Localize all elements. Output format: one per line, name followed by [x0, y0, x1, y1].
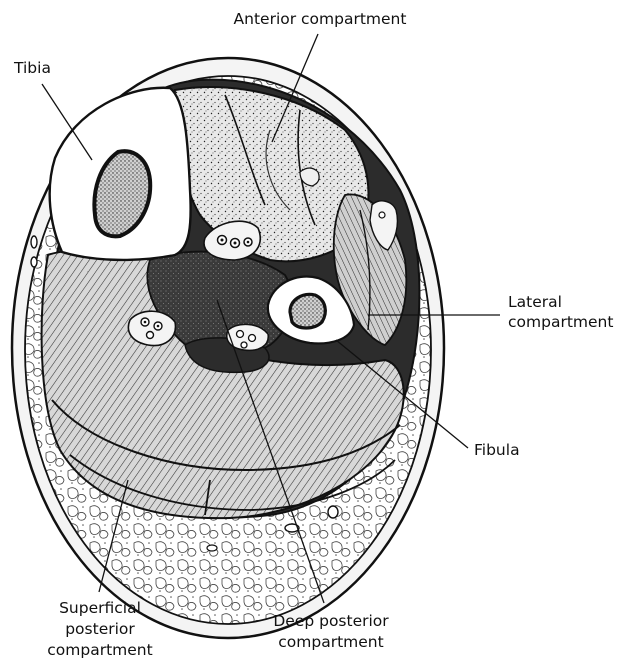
label-fibula: Fibula [474, 441, 520, 460]
label-superficial-line-1: Superficial [15, 598, 185, 619]
label-lateral-compartment: Lateral compartment [508, 292, 613, 332]
label-superficial-line-3: compartment [15, 640, 185, 661]
label-lateral-line-2: compartment [508, 312, 613, 332]
label-deep-line-2: compartment [246, 632, 416, 653]
label-anterior-compartment: Anterior compartment [205, 10, 435, 29]
label-superficial-posterior-compartment: Superficial posterior compartment [15, 598, 185, 661]
label-deep-line-1: Deep posterior [246, 611, 416, 632]
fibula-medullary-cavity [290, 294, 325, 328]
label-tibia: Tibia [14, 59, 51, 78]
label-deep-posterior-compartment: Deep posterior compartment [246, 611, 416, 653]
label-superficial-line-2: posterior [15, 619, 185, 640]
label-lateral-line-1: Lateral [508, 292, 613, 312]
posterior-tibial-vessels [128, 311, 175, 345]
